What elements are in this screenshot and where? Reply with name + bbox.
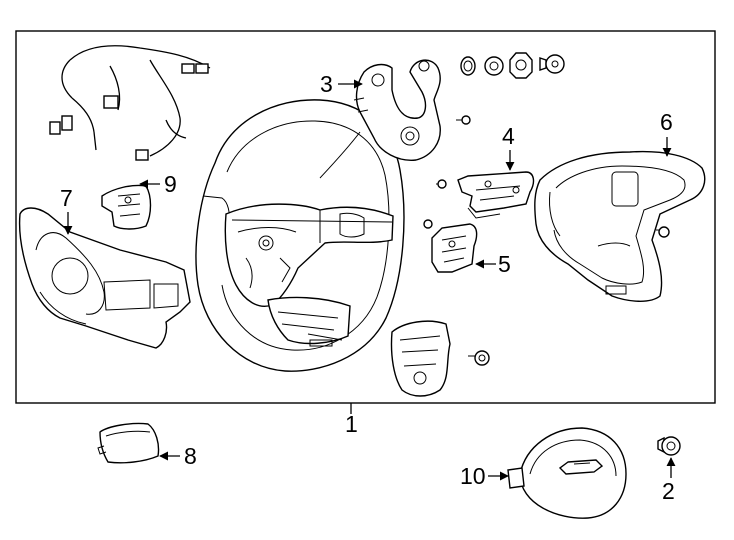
hardware-set[interactable]: [423, 52, 670, 238]
switch-part-9[interactable]: [101, 184, 152, 230]
callout-3: 3: [320, 71, 333, 97]
callout-2: 2: [662, 478, 675, 504]
callout-8: 8: [184, 443, 197, 469]
trim-cover-part[interactable]: [534, 150, 706, 302]
bracket-part[interactable]: [353, 59, 441, 161]
switch-part-4[interactable]: [457, 171, 535, 219]
air-bag-part[interactable]: [507, 427, 627, 519]
callout-1: 1: [345, 411, 358, 437]
assembly-frame: [15, 30, 716, 404]
steering-wheel-part[interactable]: [195, 99, 405, 372]
cover-part[interactable]: [97, 422, 160, 464]
bolt-part[interactable]: [657, 436, 681, 456]
callout-5: 5: [498, 251, 511, 277]
callout-7: 7: [60, 185, 73, 211]
lower-cover-part[interactable]: [18, 207, 191, 349]
back-plate-part[interactable]: [390, 320, 490, 397]
callout-9: 9: [164, 171, 177, 197]
switch-part-5[interactable]: [431, 223, 478, 273]
wiring-harness-part[interactable]: [49, 45, 211, 161]
callout-6: 6: [660, 109, 673, 135]
callout-4: 4: [502, 123, 515, 149]
callout-10: 10: [460, 463, 486, 489]
